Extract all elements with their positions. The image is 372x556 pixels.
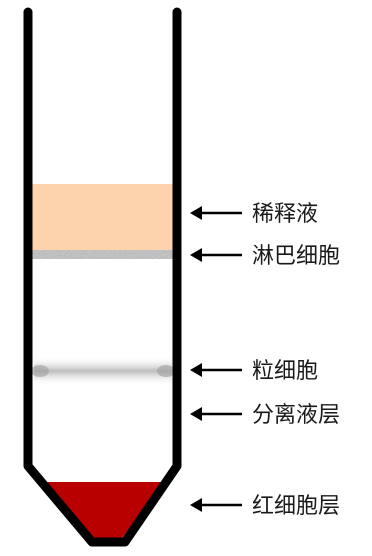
granulocyte-band-edge-right [157, 365, 175, 377]
label-diluent: 稀释液 [252, 202, 318, 227]
arrow-diluent [190, 206, 242, 220]
tube-wall [23, 7, 182, 547]
arrow-lymphocytes [190, 248, 242, 262]
label-granulocytes: 粒细胞 [252, 359, 318, 384]
label-separation-medium: 分离液层 [252, 403, 340, 428]
arrow-granulocytes [190, 363, 242, 377]
arrow-separation-medium [190, 407, 242, 421]
label-red-cells: 红细胞层 [252, 494, 340, 519]
granulocyte-band [34, 356, 172, 386]
diluent-layer [32, 184, 174, 250]
arrow-red-cells [190, 498, 242, 512]
red-cell-layer [46, 482, 163, 538]
lymphocyte-band-tint [32, 250, 174, 259]
granulocyte-band-edge-left [31, 365, 49, 377]
label-lymphocytes: 淋巴细胞 [252, 244, 340, 269]
